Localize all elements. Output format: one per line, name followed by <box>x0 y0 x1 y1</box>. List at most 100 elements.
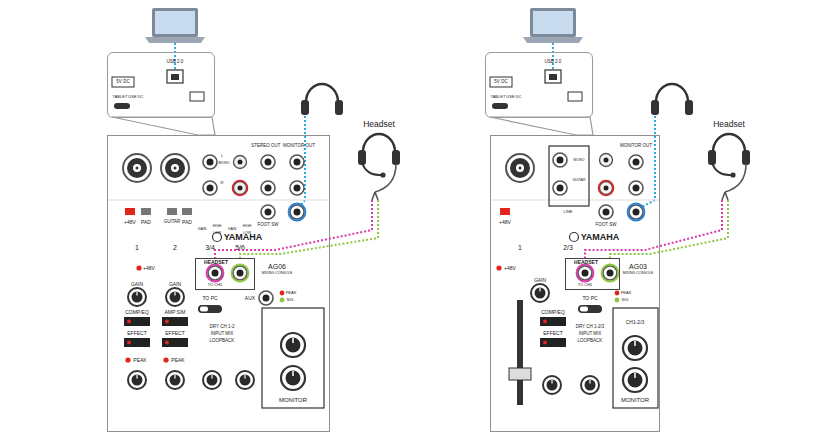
mixer-controls-right <box>615 291 620 296</box>
mixer-controls-right <box>580 307 588 312</box>
panel-label: GUITAR <box>573 178 586 182</box>
panel-label: MONITOR OUT <box>620 144 652 149</box>
mixer-controls-right <box>500 208 510 215</box>
rear-panel-parts <box>171 74 179 80</box>
mixer-controls-left <box>163 357 168 362</box>
section-title: HEADSET <box>204 260 228 265</box>
laptop-icon <box>145 8 583 43</box>
panel-label: AG06 <box>268 263 286 270</box>
headphones-icon <box>301 84 343 115</box>
mixer-controls-left <box>165 320 169 324</box>
mixer-controls-left <box>198 305 222 313</box>
panel-label: AMP SIM <box>164 310 185 315</box>
mixer-controls-right <box>578 305 602 313</box>
mixer-controls-left <box>281 366 305 390</box>
panel-label: +48V <box>143 266 155 271</box>
panel-label: MONITOR OUT <box>283 144 315 149</box>
port-label: USB 2.0 <box>545 60 562 65</box>
inset-callout <box>112 117 593 135</box>
panel-label: LOOPBACK <box>210 339 235 344</box>
mixer-controls-right <box>553 153 567 167</box>
mixer-controls-left <box>203 181 217 195</box>
mixer-controls-right <box>623 368 647 392</box>
audio-cable <box>610 200 728 258</box>
panel-label: SIG <box>287 298 294 302</box>
mixer-controls-left <box>207 265 224 282</box>
mixer-controls-right <box>615 298 620 303</box>
panel-label: PEAK <box>286 291 297 295</box>
mixer-controls-left <box>166 371 184 389</box>
mixer-controls-left <box>290 205 304 219</box>
mixer-controls-left <box>182 208 192 215</box>
mixer-controls-left <box>124 317 150 326</box>
panel-label: 2 <box>173 244 177 251</box>
panel-label: COMP/EQ <box>125 310 149 315</box>
headset-caption: Headset <box>363 120 395 129</box>
panel-label: AUX <box>245 296 255 301</box>
mixer-controls-left <box>261 155 275 169</box>
mixer-controls-left <box>161 154 189 182</box>
laptop-icon <box>145 8 205 43</box>
panel-label: EFFECT <box>543 331 562 336</box>
mixer-controls-right <box>613 308 658 408</box>
panel-label: MONITOR <box>621 397 649 403</box>
panel-label: +48V <box>504 266 516 271</box>
mixer-controls-right <box>491 146 659 408</box>
port-label: 5V DC <box>116 80 129 85</box>
panel-label: AG03 <box>629 263 647 270</box>
rear-panel-parts <box>167 70 183 83</box>
mixer-controls-right <box>506 154 534 182</box>
mixer-controls-right <box>540 338 566 347</box>
panel-label: 3/4 <box>205 244 215 251</box>
panel-label: TO PC <box>582 296 597 301</box>
mixer-controls-right <box>600 182 613 195</box>
panel-label: PEAK <box>621 291 632 295</box>
mixer-controls-right <box>517 300 523 405</box>
section-title: HEADSET <box>574 260 598 265</box>
panel-label: R <box>221 181 224 185</box>
headset-section: HEADSET TO CH1 <box>195 258 255 290</box>
usb-cable <box>552 43 554 70</box>
mixer-controls-left <box>234 156 247 169</box>
mixer-controls-left <box>262 308 324 408</box>
mixer-controls-left <box>166 288 184 306</box>
panel-label: GAIN <box>131 282 143 287</box>
headphones-icon <box>301 84 693 115</box>
rear-panel-parts <box>492 103 508 109</box>
panel-label: PEAK <box>171 358 184 363</box>
mixer-controls-left <box>125 208 135 215</box>
port-label: 5V DC <box>494 80 507 85</box>
panel-label: EFFECT <box>127 331 146 336</box>
panel-label: 5/6 <box>235 244 245 251</box>
mixer-controls-left <box>108 200 329 201</box>
mixer-controls-right <box>602 265 619 282</box>
mixer-controls-left <box>208 266 222 280</box>
headset-section: HEADSETTO CH1 <box>565 258 620 290</box>
headset-cable <box>372 164 396 200</box>
panel-label: LOOPBACK <box>578 339 603 344</box>
panel-label: LOW <box>213 231 221 235</box>
mixer-controls-right <box>599 205 613 219</box>
panel-label: GAIN <box>169 282 181 287</box>
mixer-controls-right <box>629 181 643 195</box>
mixer-controls-right <box>600 154 613 167</box>
panel-label: STEREO OUT <box>251 144 280 149</box>
mixer-controls-left <box>259 291 273 305</box>
jack-label: TO CH1 <box>208 283 223 287</box>
mixer-controls-left <box>261 181 275 195</box>
panel-label: 1 <box>135 244 139 251</box>
panel-label: MIXING CONSOLE <box>262 271 293 275</box>
mixer-controls-left <box>141 208 151 215</box>
mixer-controls-right <box>570 233 579 242</box>
rear-panel-parts <box>112 70 582 109</box>
mixer-controls-left <box>290 181 304 195</box>
mixer-controls-right <box>496 265 501 270</box>
mixer-controls-left <box>203 155 217 169</box>
usb-cable <box>174 43 176 70</box>
mixer-controls-left <box>232 265 249 282</box>
inset-callout <box>112 117 215 135</box>
rear-panel-parts <box>190 92 204 101</box>
